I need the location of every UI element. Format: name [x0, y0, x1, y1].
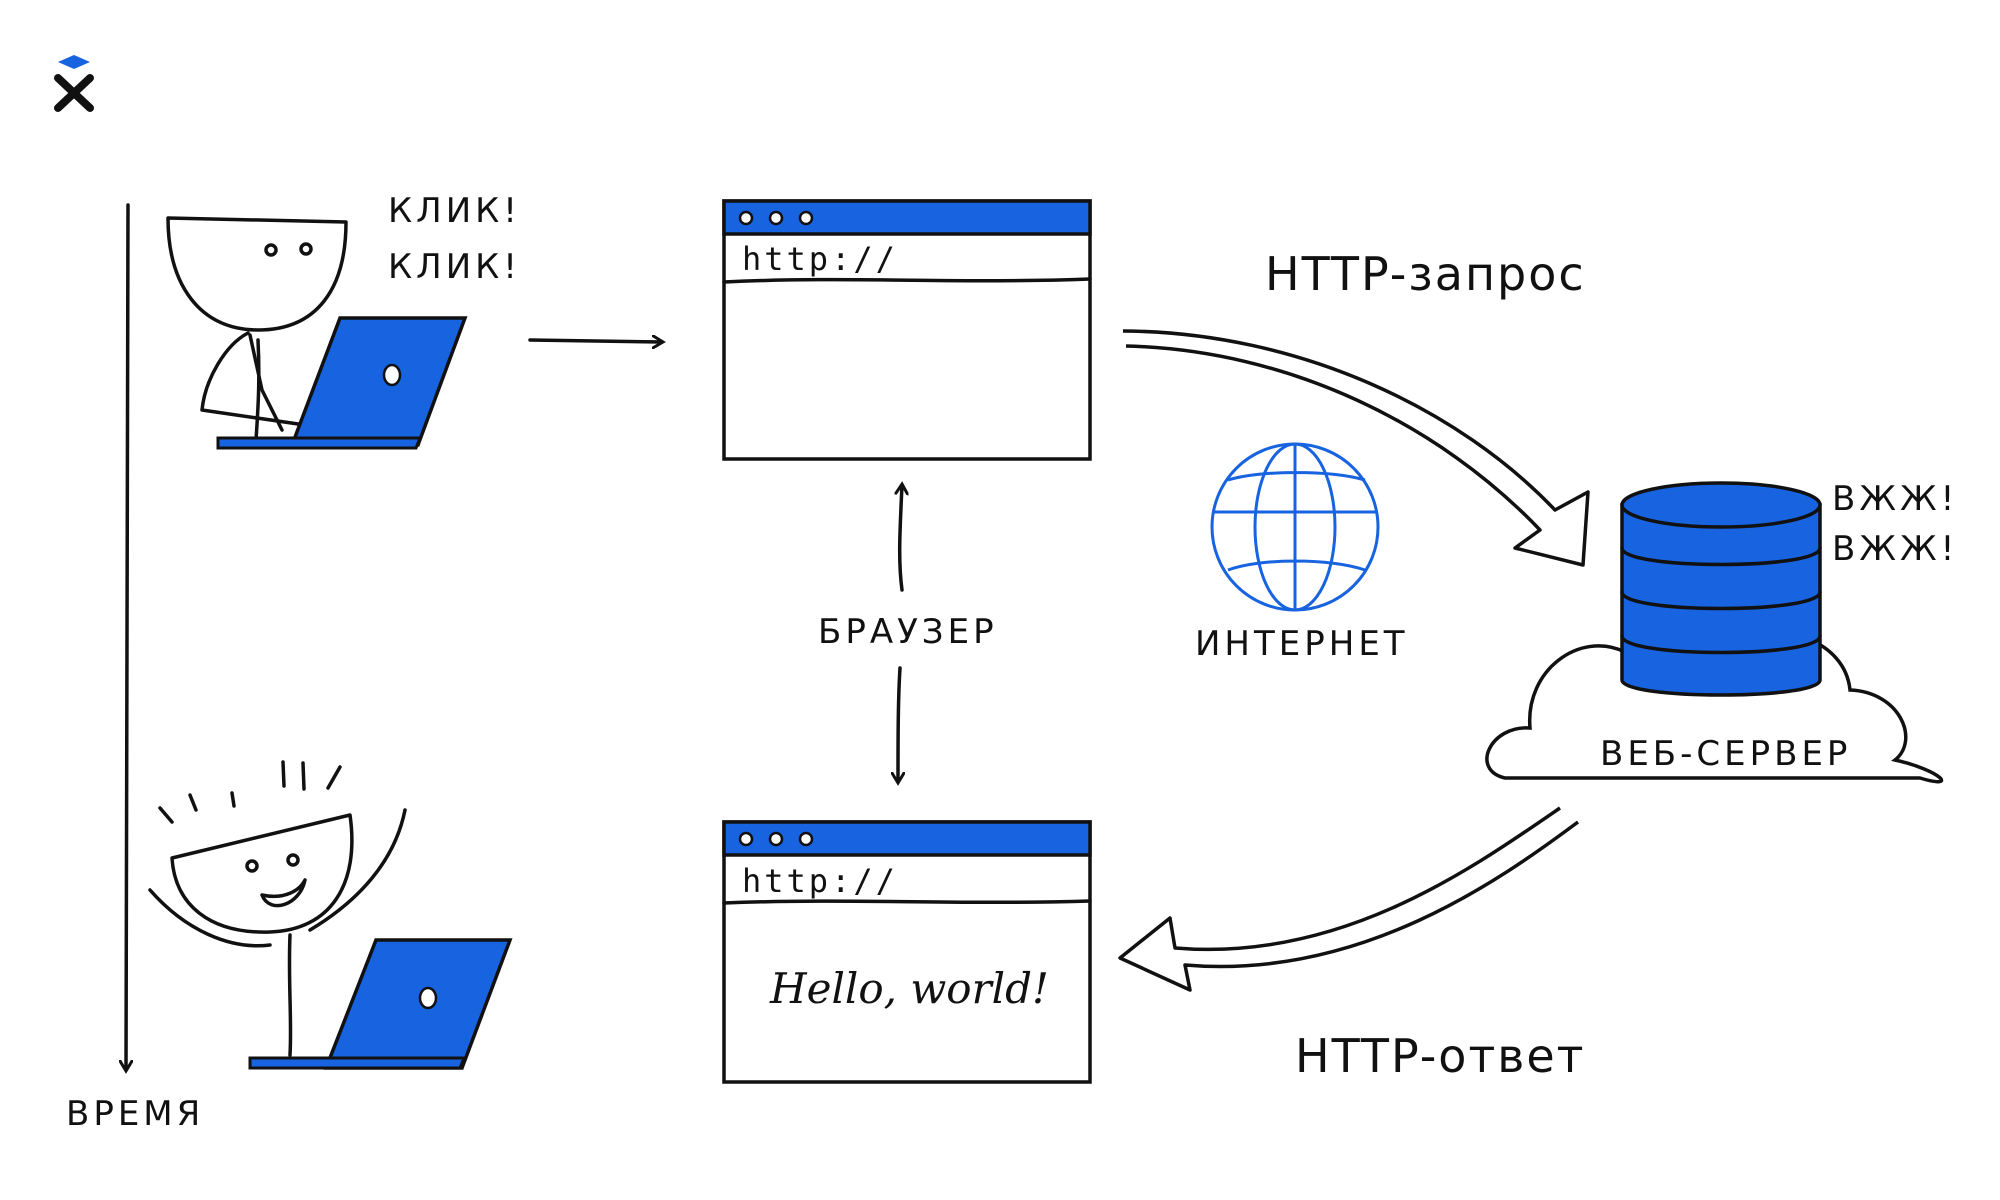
- window-dot-icon: [798, 210, 814, 226]
- globe-icon: [1210, 442, 1380, 612]
- browser-window-bottom: [722, 820, 1092, 1084]
- server-sound-2: ВЖЖ!: [1832, 529, 1958, 569]
- click-sound-1: КЛИК!: [388, 191, 521, 231]
- window-dot-icon: [768, 210, 784, 226]
- internet-label: ИНТЕРНЕТ: [1195, 624, 1409, 664]
- timeline-arrow: [126, 203, 128, 1070]
- http-request-arrow: [1122, 329, 1590, 567]
- browser-label: БРАУЗЕР: [818, 612, 998, 652]
- click-sound-2: КЛИК!: [388, 247, 521, 287]
- http-response-arrow: [1118, 806, 1580, 992]
- browser-bottom-url: http://: [742, 862, 898, 900]
- browser-label-arrow-down: [898, 666, 900, 782]
- laptop-top-icon: [216, 316, 468, 450]
- database-server-icon: [1620, 481, 1822, 697]
- browser-bottom-content: Hello, world!: [769, 964, 1049, 1013]
- browser-title-bar: [722, 199, 1092, 236]
- window-dot-icon: [738, 831, 754, 847]
- x-logo-icon: [54, 55, 94, 112]
- user-to-browser-arrow: [528, 340, 662, 342]
- user-bottom-figure: [148, 760, 407, 1057]
- browser-label-arrow-up: [900, 485, 902, 592]
- browser-top-url: http://: [742, 240, 898, 278]
- window-dot-icon: [798, 831, 814, 847]
- http-request-label: HTTP-запрос: [1265, 247, 1586, 301]
- browser-title-bar: [722, 820, 1092, 857]
- server-sound-1: ВЖЖ!: [1832, 479, 1958, 519]
- timeline-label: ВРЕМЯ: [66, 1094, 204, 1134]
- window-dot-icon: [768, 831, 784, 847]
- laptop-bottom-icon: [248, 938, 513, 1070]
- window-dot-icon: [738, 210, 754, 226]
- web-server-label: ВЕБ-СЕРВЕР: [1600, 734, 1851, 774]
- browser-window-top: [722, 199, 1092, 461]
- user-top-figure: [166, 216, 348, 442]
- http-response-label: HTTP-ответ: [1295, 1029, 1585, 1083]
